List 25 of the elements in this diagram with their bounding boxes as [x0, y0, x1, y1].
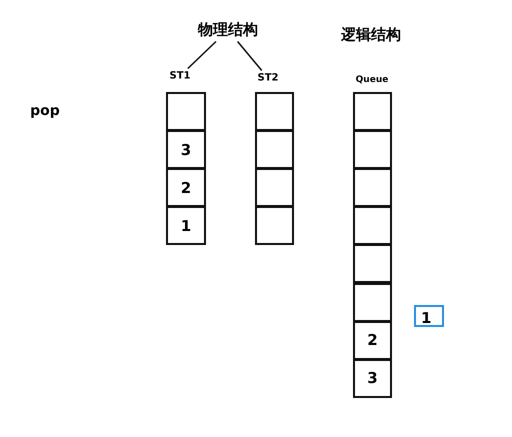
stack-cell: [353, 206, 392, 246]
stack-label: ST1: [170, 70, 190, 82]
stack-cell: 2: [166, 168, 206, 207]
stack-cell: [353, 130, 392, 170]
stack-cell: [166, 92, 206, 131]
connector-line: [237, 41, 262, 71]
stack-cell: [255, 168, 294, 207]
connector-line: [187, 40, 217, 70]
heading-text: 物理结构: [198, 20, 258, 40]
stack-cell: [255, 92, 294, 131]
queue-label: Queue: [356, 75, 388, 85]
stack-cell: 3: [353, 358, 392, 398]
stack-cell: [353, 244, 392, 284]
stack-cell: [255, 206, 294, 245]
heading-text: 逻辑结构: [341, 26, 401, 44]
stack-cell: [353, 92, 392, 131]
stack-cell: 2: [353, 320, 392, 360]
stack-cell: [353, 168, 392, 208]
stack-label: ST2: [258, 72, 278, 84]
stack-cell: 1: [166, 206, 206, 245]
operation-label: pop: [30, 103, 60, 119]
popped-element-box: 1: [414, 305, 444, 327]
stack-cell: [353, 282, 392, 322]
stack-cell: [255, 130, 294, 169]
stack-cell: 3: [166, 130, 206, 169]
